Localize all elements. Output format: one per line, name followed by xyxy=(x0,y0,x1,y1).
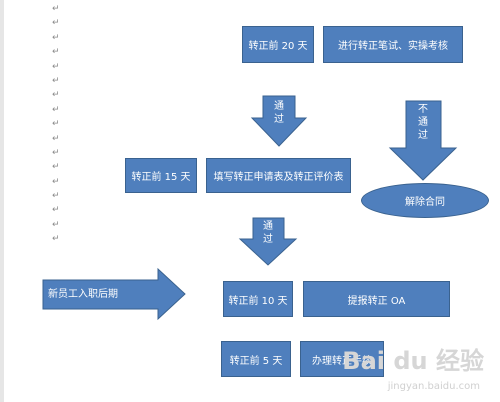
box-handle: 办理转正手续 xyxy=(300,341,384,377)
box-15-days: 转正前 15 天 xyxy=(125,158,197,193)
arrow-label-start: 新员工入职后期 xyxy=(48,289,118,300)
box-5-days: 转正前 5 天 xyxy=(221,341,291,377)
down-arrow-pass-2 xyxy=(238,217,298,266)
baidu-watermark: Bai du 经验 xyxy=(342,347,484,375)
box-dismiss: 解除合同 xyxy=(361,183,489,218)
box-exam: 进行转正笔试、实操考核 xyxy=(323,26,463,63)
down-arrow-pass-1 xyxy=(250,95,308,147)
box-20-days: 转正前 20 天 xyxy=(242,26,314,63)
box-oa: 提报转正 OA xyxy=(303,281,450,317)
arrow-label-pass-1: 通过 xyxy=(274,101,284,125)
arrow-label-pass-2: 通过 xyxy=(263,221,273,245)
paragraph-marks: ↵↵↵↵↵ ↵↵↵↵↵ ↵↵↵↵↵ ↵↵ xyxy=(52,4,60,245)
arrow-label-fail: 不通过 xyxy=(418,104,428,141)
down-arrow-fail xyxy=(388,100,458,181)
box-form: 填写转正申请表及转正评价表 xyxy=(206,158,351,193)
box-10-days: 转正前 10 天 xyxy=(223,281,293,317)
page-edge xyxy=(0,0,4,402)
right-arrow-start xyxy=(42,267,186,321)
baidu-watermark-url: jingyan.baidu.com xyxy=(387,381,480,392)
